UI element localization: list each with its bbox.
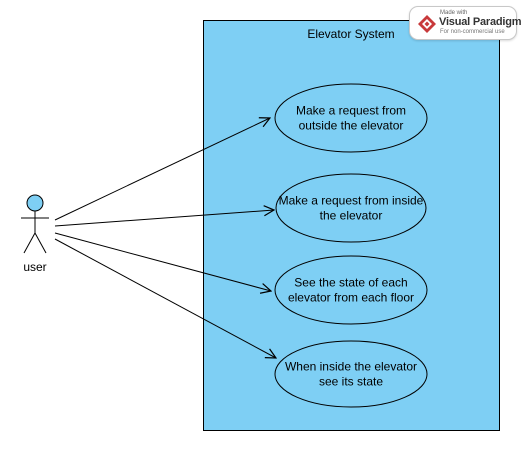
actor-head [26,194,44,212]
use-case-label-line: Make a request from [296,104,406,118]
use-case-label-line: see its state [319,375,383,389]
watermark-made-with: Made with [440,10,468,16]
associations [54,118,276,358]
use-case-label-line: the elevator [320,209,383,223]
use-case-ellipse [275,173,427,243]
association-arrow-1 [54,118,270,221]
use-case-label-line: Make a request from inside [279,194,424,208]
use-case-label-line: elevator from each floor [288,291,414,305]
watermark-brand: Visual Paradigm [439,16,521,28]
use-case-ellipse [274,83,428,153]
use-case-label-line: When inside the elevator [285,360,417,374]
actor-right-leg [34,232,47,254]
use-case-ellipse [274,255,428,325]
watermark-note: For non-commercial use [440,29,505,35]
association-arrow-3 [54,232,271,291]
actor-left-leg [23,232,36,254]
use-case-label-line: outside the elevator [299,119,404,133]
use-case-ellipse [274,340,428,408]
actor-user: user [21,194,49,274]
actor-label: user [23,260,46,274]
visual-paradigm-watermark: Made with Visual Paradigm For non-commer… [409,6,521,40]
use-case-label-line: See the state of each [294,276,407,290]
association-arrow-2 [54,210,274,227]
visual-paradigm-logo-icon [418,15,436,33]
system-title: Elevator System [307,27,394,41]
association-arrow-4 [54,238,276,358]
